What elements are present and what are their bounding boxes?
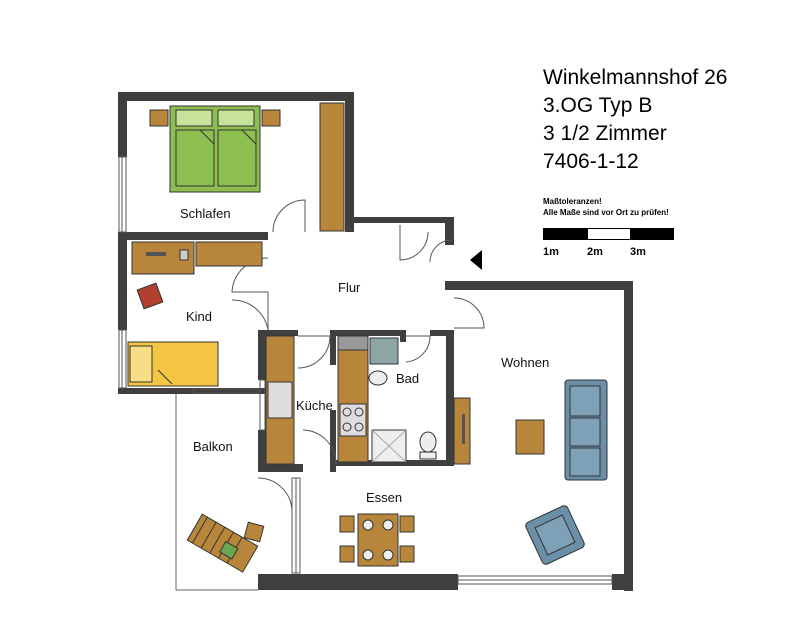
title-rooms: 3 1/2 Zimmer bbox=[543, 122, 667, 145]
scale-label-3m: 3m bbox=[630, 246, 646, 258]
scale-segment-3 bbox=[630, 228, 674, 240]
bed-double bbox=[169, 105, 261, 193]
room-label-bad: Bad bbox=[396, 371, 419, 386]
sink-kueche bbox=[267, 381, 293, 419]
title-block: Winkelmannshof 26 3.OG Typ B 3 1/2 Zimme… bbox=[543, 64, 727, 176]
scale-label-1m: 1m bbox=[543, 246, 559, 258]
title-floor-type: 3.OG Typ B bbox=[543, 94, 653, 117]
stove-burners bbox=[342, 407, 364, 432]
toilet bbox=[419, 431, 437, 453]
nightstand-left bbox=[149, 109, 169, 127]
fridge bbox=[337, 335, 369, 351]
bed-single bbox=[127, 341, 219, 387]
shelf-kind bbox=[195, 241, 263, 267]
nightstand-right bbox=[261, 109, 281, 127]
room-label-schlafen: Schlafen bbox=[180, 206, 231, 221]
washing-machine bbox=[369, 337, 399, 365]
tolerance-note-line2: Alle Maße sind vor Ort zu prüfen! bbox=[543, 208, 669, 217]
balcony-stool bbox=[243, 521, 265, 543]
balcony-outline bbox=[175, 394, 258, 591]
tolerance-note-line1: Maßtoleranzen! bbox=[543, 197, 602, 206]
scale-segment-1 bbox=[543, 228, 587, 240]
balcony-bench bbox=[186, 513, 259, 573]
coffee-table bbox=[515, 419, 545, 455]
washbasin bbox=[368, 370, 388, 386]
dining-plates bbox=[362, 519, 394, 561]
armchair-wohnen bbox=[525, 505, 585, 565]
room-label-flur: Flur bbox=[338, 280, 361, 295]
room-label-wohnen: Wohnen bbox=[501, 355, 549, 370]
room-label-kueche: Küche bbox=[296, 398, 333, 413]
desk-item-2 bbox=[179, 249, 189, 261]
scale-label-2m: 2m bbox=[587, 246, 603, 258]
room-label-essen: Essen bbox=[366, 490, 402, 505]
windows bbox=[118, 156, 613, 585]
walls bbox=[118, 92, 633, 591]
scale-segment-2 bbox=[587, 228, 631, 240]
scale-bar bbox=[543, 228, 674, 242]
entrance-arrow-icon bbox=[470, 250, 482, 270]
room-label-balkon: Balkon bbox=[193, 439, 233, 454]
title-address: Winkelmannshof 26 bbox=[543, 66, 728, 89]
wardrobe-schlafen bbox=[319, 102, 345, 232]
desk-item bbox=[146, 252, 166, 256]
room-label-kind: Kind bbox=[186, 309, 212, 324]
sofa bbox=[564, 379, 608, 481]
dining-chairs bbox=[339, 515, 415, 563]
tolerance-note: Maßtoleranzen! Alle Maße sind vor Ort zu… bbox=[543, 196, 669, 218]
armchair-kind bbox=[136, 282, 164, 310]
title-reference: 7406-1-12 bbox=[543, 150, 639, 173]
